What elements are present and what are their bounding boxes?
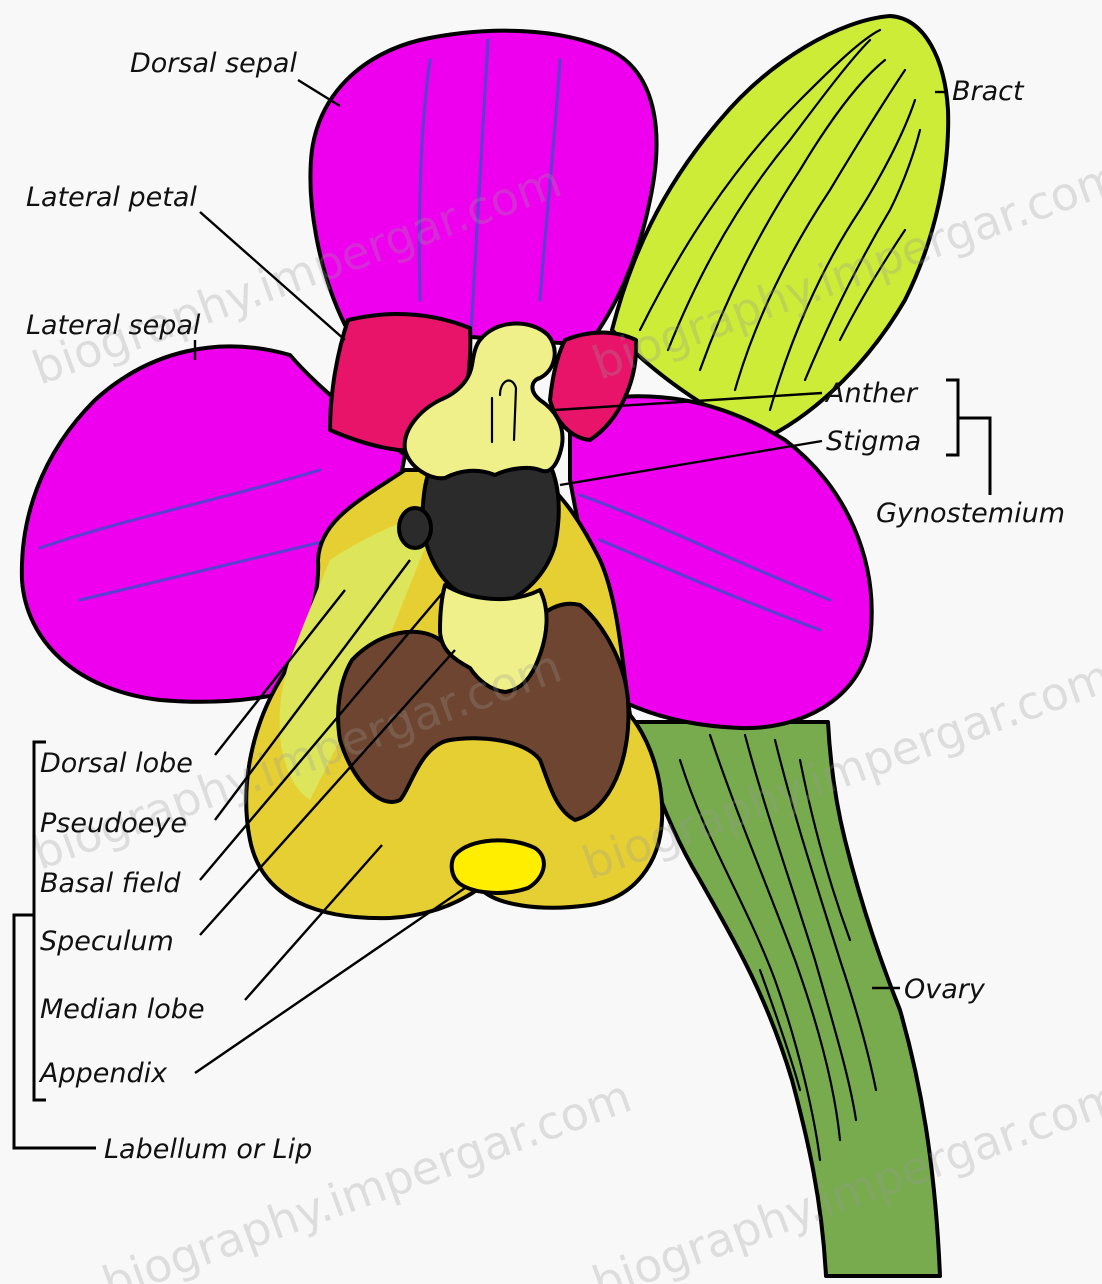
appendix bbox=[452, 840, 544, 893]
gynostemium-bracket bbox=[946, 380, 990, 495]
label-dorsal-lobe: Dorsal lobe bbox=[40, 748, 193, 779]
label-labellum: Labellum or Lip bbox=[104, 1134, 312, 1165]
label-median-lobe: Median lobe bbox=[40, 994, 205, 1025]
label-stigma: Stigma bbox=[826, 426, 921, 457]
label-bract: Bract bbox=[952, 76, 1025, 107]
watermark-text: biography.impergar.com bbox=[95, 1069, 638, 1284]
label-lateral-sepal: Lateral sepal bbox=[26, 310, 201, 341]
label-pseudoeye: Pseudoeye bbox=[40, 808, 187, 839]
label-speculum: Speculum bbox=[40, 926, 174, 957]
label-dorsal-sepal: Dorsal sepal bbox=[130, 48, 297, 79]
label-basal-field: Basal field bbox=[40, 868, 181, 899]
label-gynostemium: Gynostemium bbox=[876, 498, 1065, 529]
label-anther: Anther bbox=[824, 378, 919, 409]
label-ovary: Ovary bbox=[904, 974, 986, 1005]
label-lateral-petal: Lateral petal bbox=[26, 182, 197, 213]
label-appendix: Appendix bbox=[38, 1058, 168, 1089]
